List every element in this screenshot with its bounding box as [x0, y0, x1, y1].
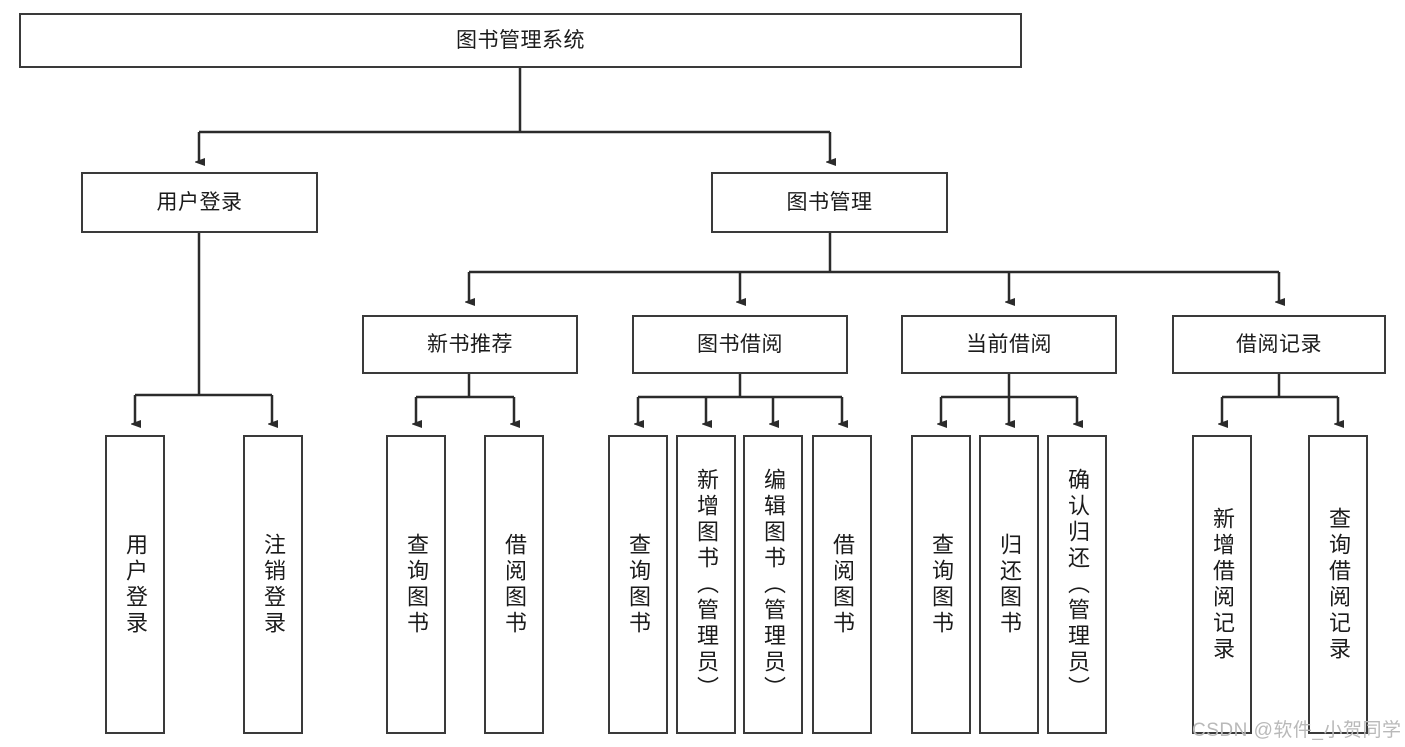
leaf-label: 查询图书 [404, 532, 429, 637]
leaf-recommend-borrow-book[interactable]: 借阅图书 [484, 435, 544, 734]
csdn-watermark: CSDN @软件_小贺同学 [1192, 720, 1402, 741]
leaf-label: 注销登录 [261, 532, 286, 637]
leaf-current-confirm-return-admin[interactable]: 确认归还（管理员） [1047, 435, 1107, 734]
leaf-label: 新增借阅记录 [1210, 506, 1235, 663]
leaf-borrow-borrow-book[interactable]: 借阅图书 [812, 435, 872, 734]
leaf-current-query-book[interactable]: 查询图书 [911, 435, 971, 734]
leaf-label: 查询借阅记录 [1326, 506, 1351, 663]
leaf-user-login-login[interactable]: 用户登录 [105, 435, 165, 734]
leaf-label: 借阅图书 [830, 532, 855, 637]
node-new-book-recommend[interactable]: 新书推荐 [362, 315, 578, 374]
leaf-borrow-query-book[interactable]: 查询图书 [608, 435, 668, 734]
node-book-borrow[interactable]: 图书借阅 [632, 315, 848, 374]
leaf-record-add-record[interactable]: 新增借阅记录 [1192, 435, 1252, 734]
leaf-current-return-book[interactable]: 归还图书 [979, 435, 1039, 734]
node-borrow-record[interactable]: 借阅记录 [1172, 315, 1386, 374]
node-current-borrow[interactable]: 当前借阅 [901, 315, 1117, 374]
leaf-label: 借阅图书 [502, 532, 527, 637]
leaf-record-query-record[interactable]: 查询借阅记录 [1308, 435, 1368, 734]
leaf-label: 归还图书 [997, 532, 1022, 637]
leaf-recommend-query-book[interactable]: 查询图书 [386, 435, 446, 734]
leaf-label: 查询图书 [929, 532, 954, 637]
leaf-label: 编辑图书（管理员） [761, 467, 786, 702]
node-book-management[interactable]: 图书管理 [711, 172, 948, 233]
leaf-label: 新增图书（管理员） [694, 467, 719, 702]
leaf-borrow-edit-book-admin[interactable]: 编辑图书（管理员） [743, 435, 803, 734]
leaf-label: 确认归还（管理员） [1065, 467, 1090, 702]
leaf-label: 用户登录 [123, 532, 148, 637]
leaf-borrow-add-book-admin[interactable]: 新增图书（管理员） [676, 435, 736, 734]
node-user-login[interactable]: 用户登录 [81, 172, 318, 233]
leaf-label: 查询图书 [626, 532, 651, 637]
node-root-system[interactable]: 图书管理系统 [19, 13, 1022, 68]
leaf-user-login-logout[interactable]: 注销登录 [243, 435, 303, 734]
